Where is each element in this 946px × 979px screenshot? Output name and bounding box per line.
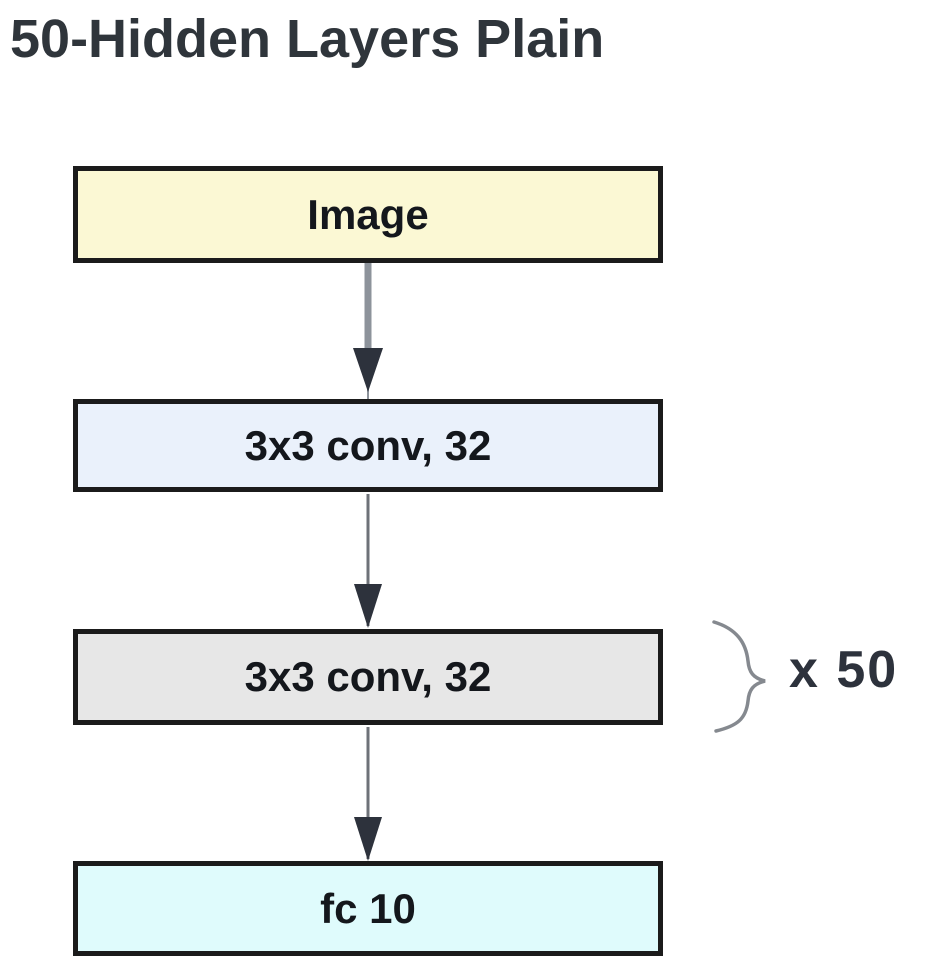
node-conv-2: 3x3 conv, 32 (73, 629, 663, 725)
repeat-count-label: x 50 (789, 641, 899, 699)
node-image-label: Image (307, 190, 429, 238)
node-conv-2-label: 3x3 conv, 32 (244, 653, 492, 700)
arrowhead-icon (354, 817, 382, 861)
node-image: Image (73, 166, 663, 263)
node-conv-1-label: 3x3 conv, 32 (244, 421, 492, 469)
node-conv-1: 3x3 conv, 32 (73, 399, 663, 492)
arrowhead-icon (353, 348, 383, 392)
arrow-image-to-conv1 (353, 263, 383, 399)
arrow-conv2-to-fc (354, 727, 382, 861)
arrow-conv1-to-conv2 (354, 494, 382, 628)
repeat-brace-icon (712, 620, 766, 733)
node-fc: fc 10 (73, 861, 663, 956)
arrowhead-icon (354, 584, 382, 628)
diagram-title: 50-Hidden Layers Plain (10, 9, 605, 69)
node-fc-label: fc 10 (320, 884, 416, 932)
